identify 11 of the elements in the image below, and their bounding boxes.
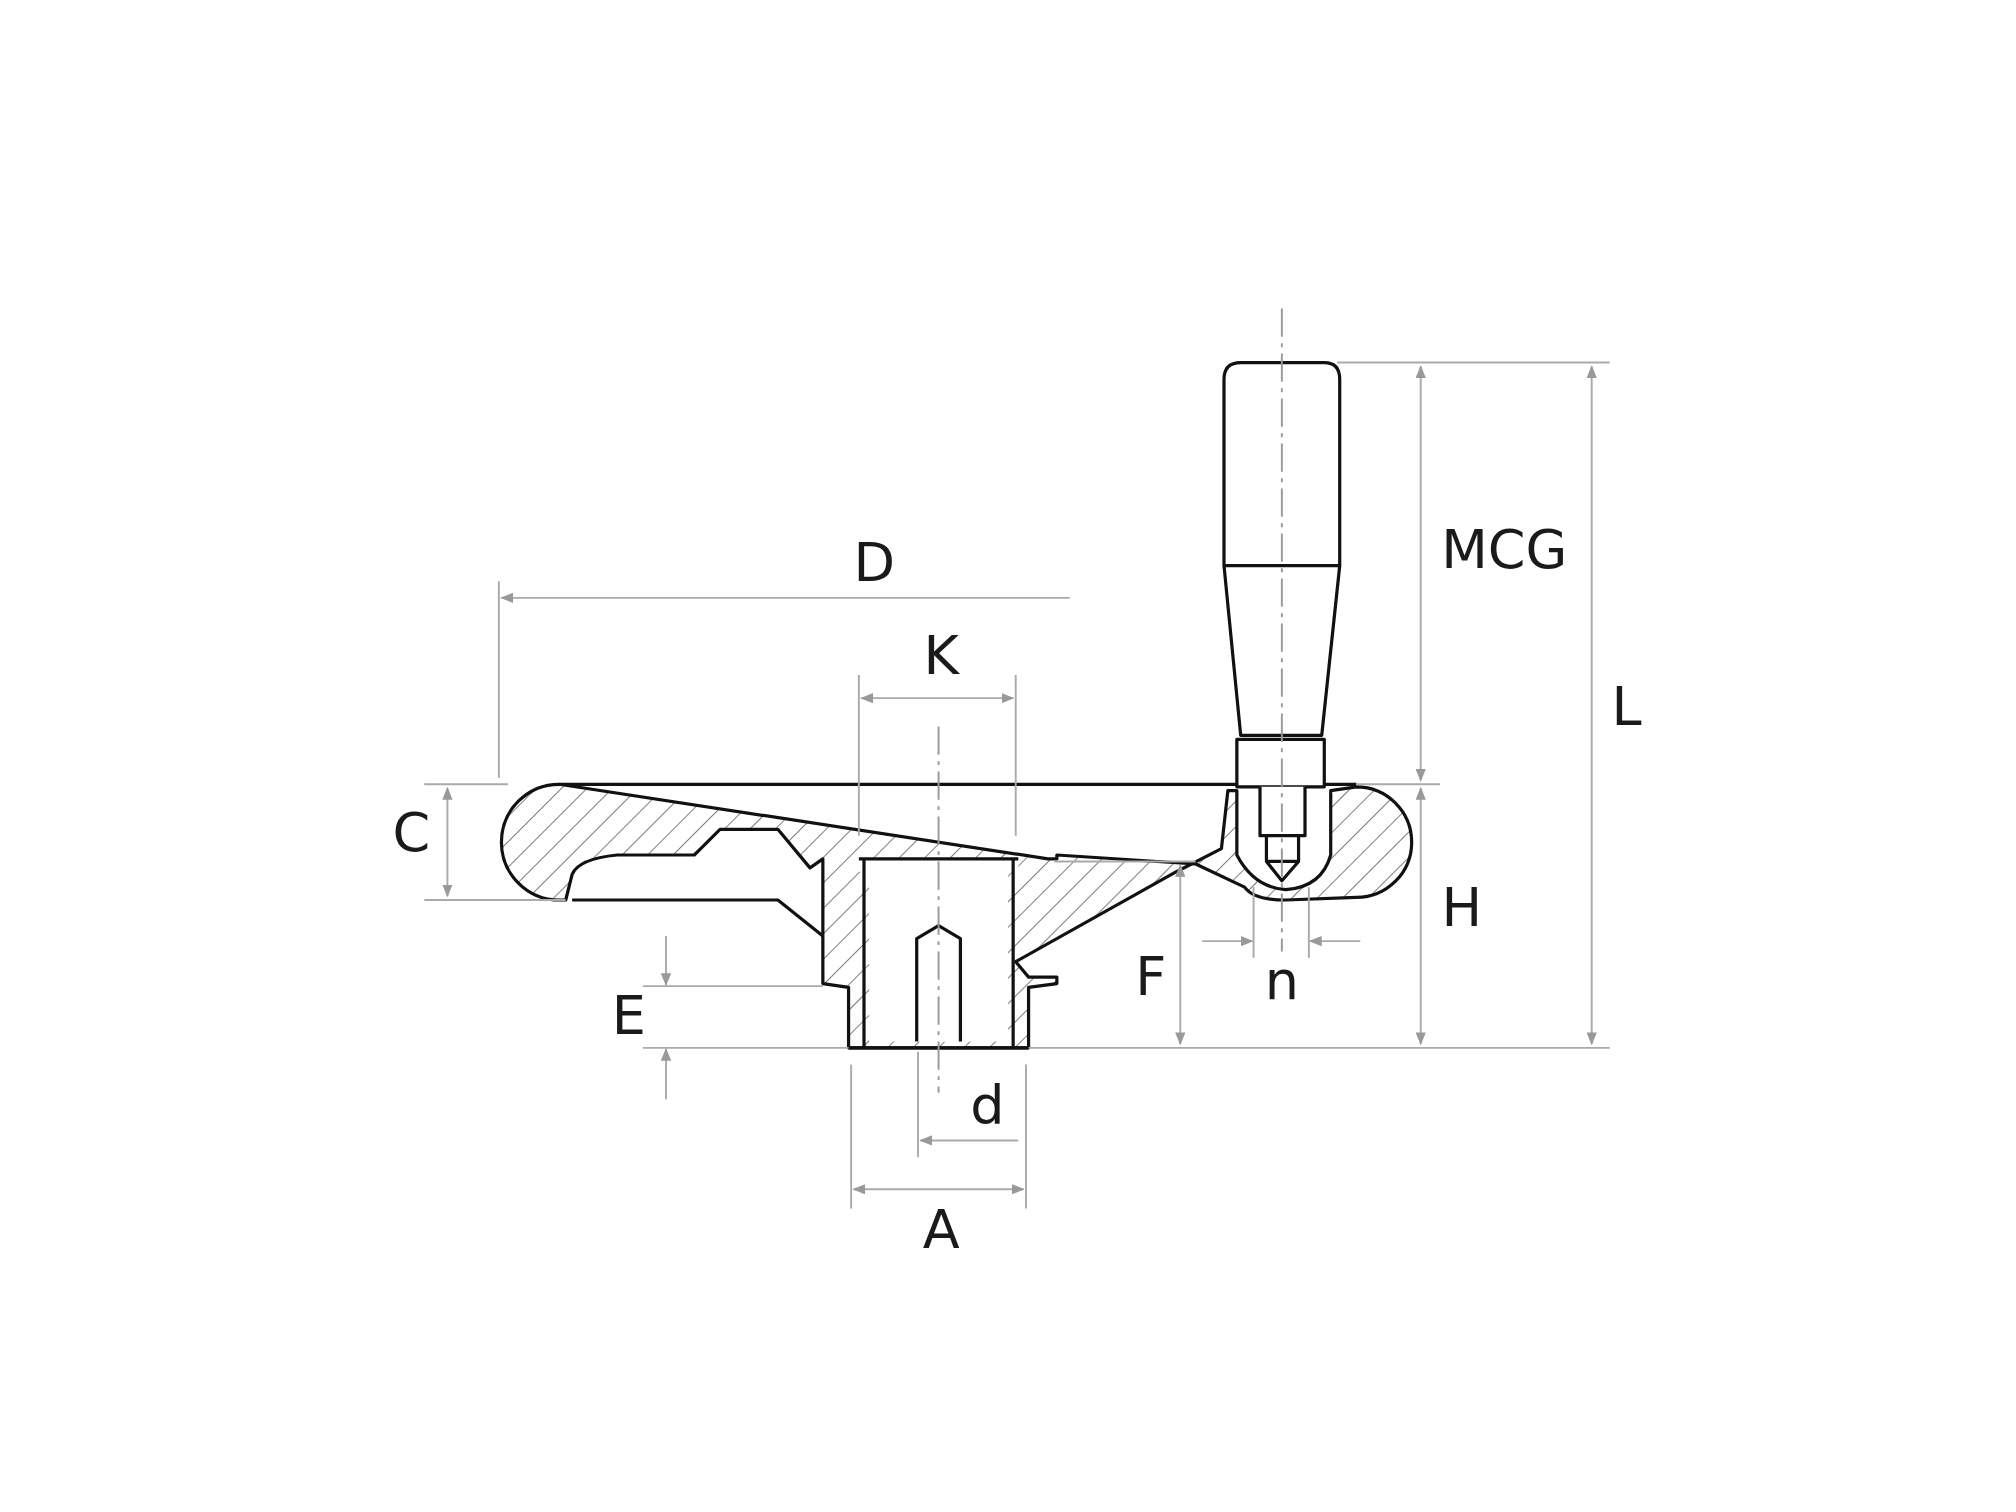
dimension-label: n (1264, 954, 1299, 1008)
dimension-label: L (1611, 680, 1642, 735)
dimension-label: C (392, 806, 431, 861)
dimension-label: K (923, 628, 959, 683)
dimension-label: F (1135, 950, 1167, 1005)
dimension-label: A (922, 1203, 960, 1258)
dimension-label: MCG (1441, 523, 1568, 578)
dimension-label: d (970, 1078, 1005, 1133)
dimension-label: D (853, 536, 896, 591)
dimension-label: H (1441, 880, 1483, 935)
dimension-label: E (611, 988, 646, 1043)
